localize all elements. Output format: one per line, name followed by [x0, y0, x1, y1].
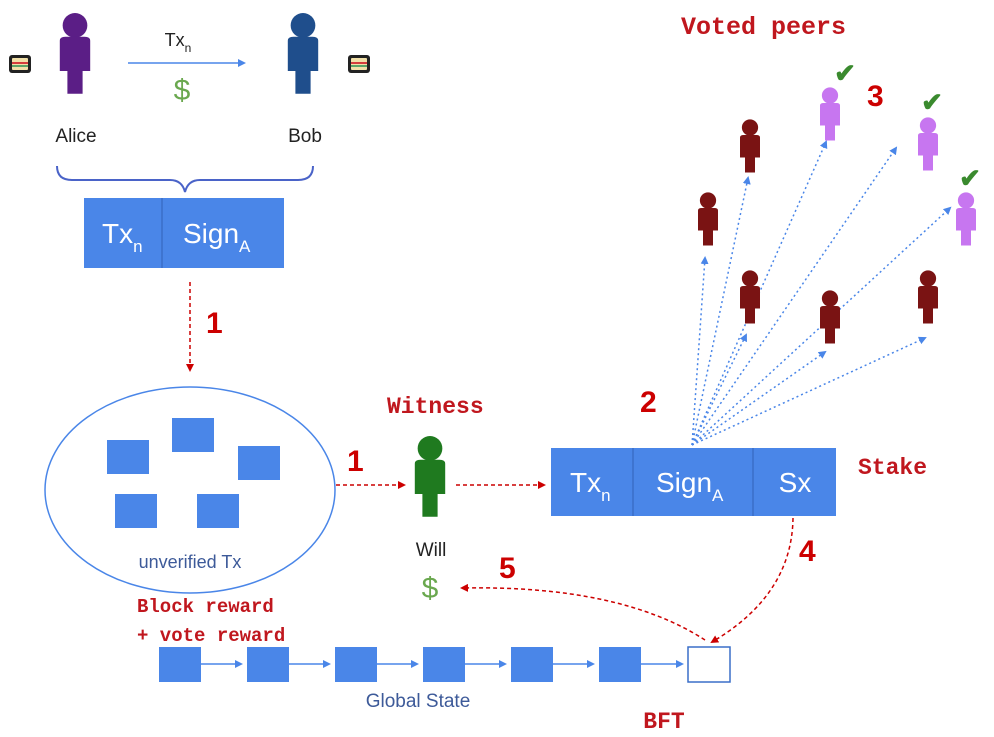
voted-peer-icons: [820, 87, 976, 246]
unverified-pool: [44, 386, 336, 594]
step-1-label-top: 1: [206, 307, 223, 340]
signed-tx-box: Txn SignA: [84, 198, 284, 268]
person-icon: [740, 119, 760, 173]
person-icon: [918, 117, 938, 171]
signed-tx-sign: SignA: [183, 218, 251, 256]
stake-block: Txn SignA Sx: [551, 448, 836, 516]
peer-icons: [698, 119, 938, 344]
wallet-icon: [9, 55, 31, 73]
pool-label: unverified Tx: [139, 552, 242, 572]
reward-line-1: Block reward: [137, 596, 274, 618]
step-4-label: 4: [799, 535, 816, 568]
reward-line-2: + vote reward: [137, 625, 285, 647]
dollar-icon: $: [174, 74, 191, 107]
person-icon: [414, 436, 446, 517]
person-icon: [956, 192, 976, 246]
stake-label: Stake: [858, 455, 927, 481]
checkmark-icon: ✔: [834, 58, 856, 88]
global-state-label: Global State: [366, 691, 471, 712]
step4-arrow: [710, 517, 794, 644]
brace: [56, 165, 314, 193]
person-icon: [698, 192, 718, 246]
person-icon: [287, 13, 319, 94]
dollar-icon: $: [422, 572, 439, 605]
person-icon: [820, 290, 840, 344]
receiver-name: Bob: [288, 126, 322, 147]
step-1-label-mid: 1: [347, 445, 364, 478]
stake-block-tx: Txn: [570, 467, 611, 505]
vote-lines: [691, 140, 952, 446]
witness-name: Will: [416, 540, 447, 561]
wallet-icon: [348, 55, 370, 73]
bft-label: BFT: [643, 709, 685, 735]
step5-arrow: [460, 583, 706, 641]
person-icon: [918, 270, 938, 324]
stake-block-sign: SignA: [656, 467, 724, 505]
step-5-label: 5: [499, 552, 516, 585]
stake-block-sx: Sx: [779, 467, 812, 498]
checkmark-icon: ✔: [921, 87, 943, 117]
person-icon: [59, 13, 91, 94]
transfer-tx-label: Txn: [165, 30, 192, 55]
checkmark-icon: ✔: [959, 163, 981, 193]
person-icon: [740, 270, 760, 324]
signed-tx-tx: Txn: [102, 218, 143, 256]
sender-name: Alice: [55, 126, 96, 147]
person-icon: [820, 87, 840, 141]
global-state-chain: [159, 646, 731, 683]
witness-title: Witness: [387, 394, 484, 420]
voted-peers-title: Voted peers: [681, 13, 846, 42]
step-3-label: 3: [867, 80, 884, 113]
pool-tx-blocks: [107, 418, 280, 528]
step-2-label: 2: [640, 386, 657, 419]
